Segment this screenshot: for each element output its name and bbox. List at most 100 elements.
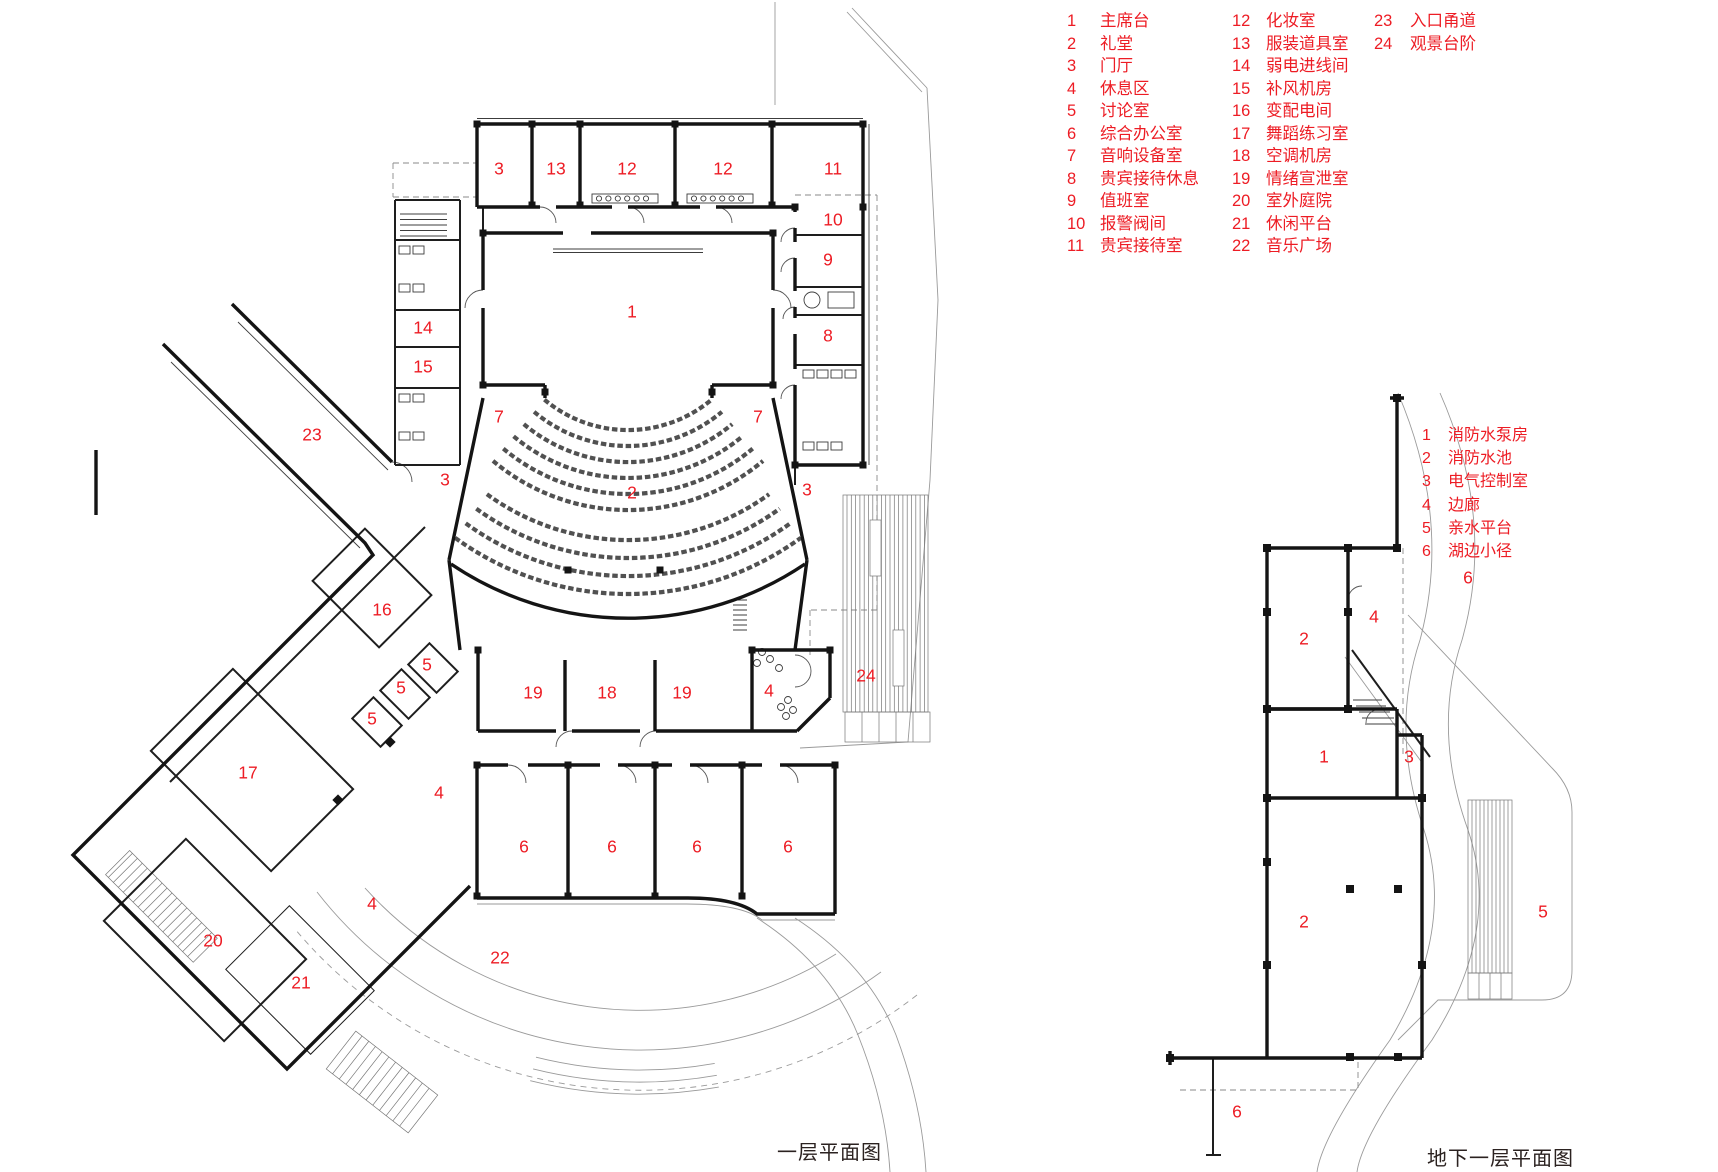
legend-item-label: 音乐广场 [1266,237,1332,255]
legend-item: 20 室外庭院 [1232,190,1349,213]
legend-item-label: 服装道具室 [1266,34,1349,53]
partition-walls [169,199,1431,1156]
room-number-label: 6 [519,836,529,857]
legend-item-number: 10 [1067,214,1086,233]
room-number-label: 14 [413,317,433,338]
legend-item-label: 舞蹈练习室 [1266,124,1349,143]
legend-item-number: 2 [1067,34,1077,53]
legend-item-label: 亲水平台 [1448,519,1513,537]
legend-item-number: 4 [1422,496,1431,514]
room-number-label: 5 [367,708,377,729]
legend-item-number: 21 [1232,214,1251,233]
room-number-label: 2 [627,482,637,503]
legend-item: 2 消防水池 [1422,447,1528,470]
legend-item-number: 6 [1067,124,1077,143]
legend-item-label: 贵宾接待室 [1100,237,1183,255]
room-number-label: 6 [692,836,702,857]
legend-item-label: 弱电进线间 [1266,57,1349,75]
legend-item-number: 19 [1232,169,1251,188]
legend-item-number: 18 [1232,147,1251,165]
stairs-hatch-24 [842,494,931,743]
legend-item-number: 23 [1374,12,1393,30]
legend-item-label: 讨论室 [1100,102,1150,120]
legend-item-label: 主席台 [1100,12,1150,30]
room-number-label: 6 [1463,567,1473,588]
legend-item-number: 13 [1232,34,1251,53]
legend-item-label: 贵宾接待休息 [1100,169,1199,188]
legend-item-label: 消防水池 [1448,450,1513,468]
legend-item-label: 休息区 [1100,79,1150,98]
room-number-label: 6 [783,836,793,857]
dashed-reference-lines [392,162,1404,1091]
legend-item: 1 主席台 [1067,10,1199,33]
legend-item-label: 门厅 [1100,57,1133,75]
fixtures-detail [170,118,1397,725]
room-number-label: 5 [1538,901,1548,922]
room-number-label: 10 [823,209,843,230]
legend-item-number: 9 [1067,192,1077,210]
room-number-label: 4 [434,782,444,803]
room-number-label: 24 [856,665,876,686]
legend-item-number: 24 [1374,34,1393,53]
legend-item-number: 1 [1067,12,1077,30]
legend-item-number: 5 [1067,102,1077,120]
room-number-label: 3 [440,469,450,490]
legend-item: 13 服装道具室 [1232,33,1349,56]
room-number-label: 1 [1319,746,1329,767]
room-number-label: 3 [1404,746,1414,767]
legend-item-label: 化妆室 [1266,12,1316,30]
column-markers [332,120,1426,1062]
legend-item-number: 15 [1232,79,1251,98]
legend-item-label: 消防水泵房 [1448,427,1529,444]
legend-item-number: 11 [1067,237,1085,255]
legend-item: 6 综合办公室 [1067,123,1199,146]
room-number-label: 5 [422,654,432,675]
legend-item-label: 边廊 [1448,496,1481,514]
room-number-label: 21 [291,972,311,993]
room-number-label: 22 [490,947,510,968]
caption-basement: 地下一层平面图 [1427,1148,1574,1170]
legend-item: 3 电气控制室 [1422,470,1528,493]
legend-item-label: 综合办公室 [1100,124,1183,143]
legend-item: 11 贵宾接待室 [1067,235,1199,258]
room-number-label: 17 [238,762,258,783]
room-number-label: 19 [672,682,692,703]
legend-item-label: 休闲平台 [1266,214,1332,233]
legend-item-number: 7 [1067,147,1077,165]
room-number-label: 2 [1299,628,1309,649]
legend-item-label: 入口甬道 [1410,12,1476,30]
room-number-label: 1 [627,301,637,322]
room-number-label: 6 [607,836,617,857]
room-number-label: 12 [617,158,637,179]
legend-item-label: 电气控制室 [1448,473,1529,491]
courtyard-deck-hatch [105,850,218,963]
legend-item: 23 入口甬道 [1374,10,1476,33]
legend-item-label: 室外庭院 [1266,192,1332,210]
room-number-label: 11 [823,158,843,179]
legend-item-label: 湖边小径 [1448,543,1513,561]
room-number-label: 3 [494,158,504,179]
room-number-label: 2 [1299,911,1309,932]
legend-item-number: 2 [1422,450,1431,468]
legend-item-number: 4 [1067,79,1077,98]
room-number-label: 4 [764,680,774,701]
legend-item: 21 休闲平台 [1232,213,1349,236]
legend-item-number: 3 [1422,473,1431,491]
room-number-label: 20 [203,930,223,951]
room-number-label: 7 [753,406,763,427]
legend-item-number: 20 [1232,192,1251,210]
